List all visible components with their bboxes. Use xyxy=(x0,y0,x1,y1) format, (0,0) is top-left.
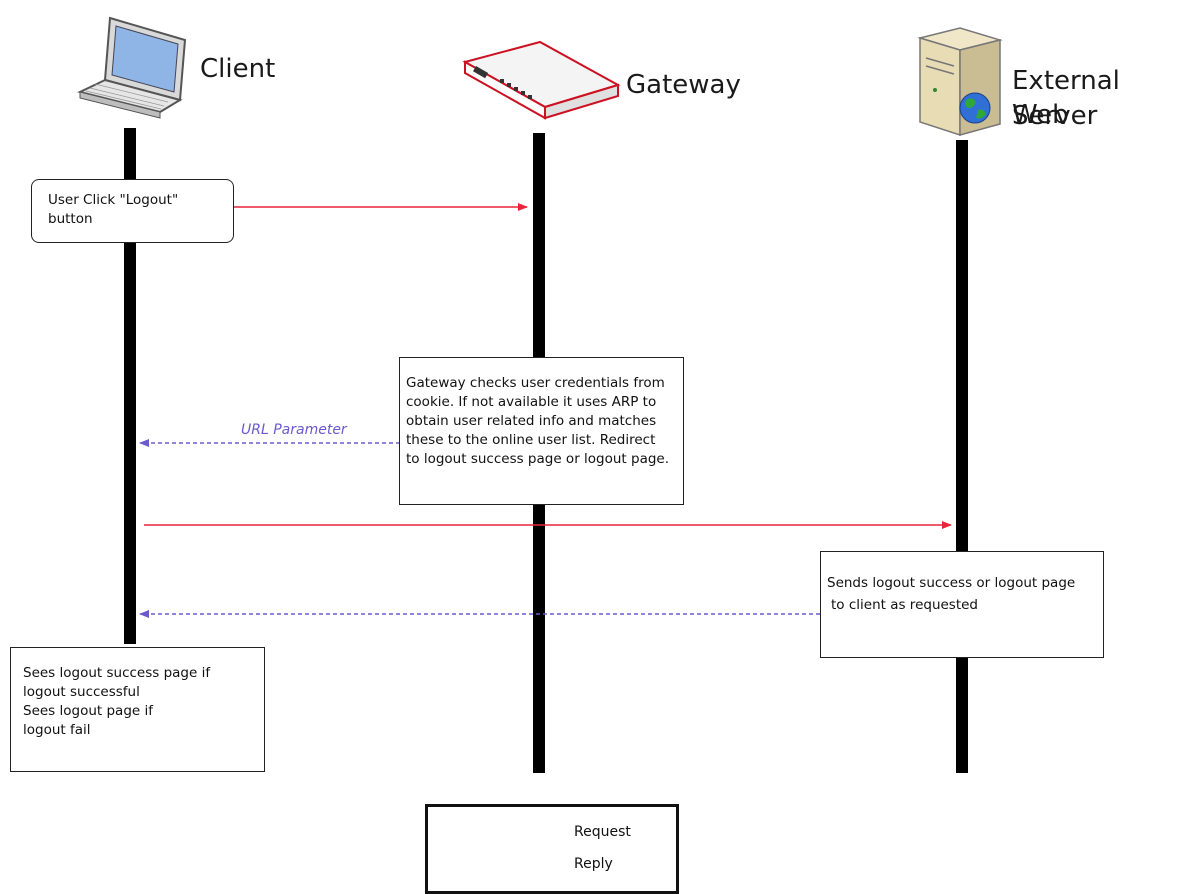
note-server-send: Sends logout success or logout page to c… xyxy=(820,551,1104,658)
client-label: Client xyxy=(200,54,276,84)
globe-icon xyxy=(959,92,991,124)
note-line: Gateway checks user credentials from xyxy=(406,375,665,391)
note-line: Sees logout page if xyxy=(23,703,153,719)
note-gateway-check: Gateway checks user credentials from coo… xyxy=(399,357,684,505)
note-client-result: Sees logout success page if logout succe… xyxy=(10,647,265,772)
laptop-icon xyxy=(77,16,187,119)
note-line: logout successful xyxy=(23,684,140,700)
note-line: User Click "Logout" xyxy=(48,192,179,208)
note-line: cookie. If not available it uses ARP to xyxy=(406,394,657,410)
server-label-line1: External Web xyxy=(1012,66,1120,130)
note-logout-click: User Click "Logout" button xyxy=(31,179,234,243)
note-line: obtain user related info and matches xyxy=(406,413,657,429)
note-line: Sends logout success or logout page xyxy=(827,575,1076,591)
legend-reply-label: Reply xyxy=(574,856,613,872)
note-line: button xyxy=(48,211,93,227)
note-line: to logout success page or logout page. xyxy=(406,451,670,467)
server-label-line2: Server xyxy=(1012,101,1098,131)
note-line: to client as requested xyxy=(831,597,979,613)
note-line: these to the online user list. Redirect xyxy=(406,432,656,448)
note-line: logout fail xyxy=(23,722,91,738)
legend xyxy=(425,804,679,894)
client-lifeline xyxy=(124,128,136,644)
gateway-label: Gateway xyxy=(626,70,741,100)
note-line: Sees logout success page if xyxy=(23,665,211,681)
router-icon xyxy=(462,40,621,120)
legend-request-label: Request xyxy=(574,824,631,840)
url-parameter-label: URL Parameter xyxy=(241,422,347,438)
